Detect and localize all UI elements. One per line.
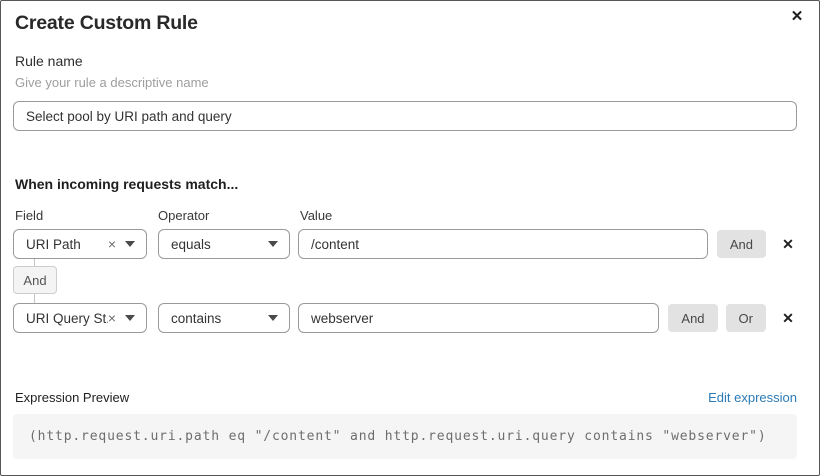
- value-input[interactable]: [298, 303, 660, 333]
- close-icon[interactable]: ✕: [790, 8, 804, 25]
- field-select-value: URI Path: [26, 236, 81, 252]
- condition-row: URI Path × equals And ✕: [13, 229, 797, 259]
- condition-row: URI Query St... × contains And Or ✕: [13, 303, 797, 333]
- edit-expression-link[interactable]: Edit expression: [708, 390, 797, 405]
- operator-select-value: equals: [171, 236, 211, 252]
- expression-preview-label: Expression Preview: [15, 390, 130, 405]
- add-and-condition-button[interactable]: And: [716, 230, 766, 258]
- dialog-title: Create Custom Rule: [15, 12, 198, 34]
- field-column-label: Field: [15, 208, 44, 223]
- rule-name-input[interactable]: [13, 101, 797, 131]
- expression-preview-code: (http.request.uri.path eq "/content" and…: [13, 414, 797, 459]
- field-select[interactable]: URI Query St... ×: [13, 303, 147, 333]
- add-and-condition-button[interactable]: And: [668, 304, 718, 332]
- field-select-value: URI Query St...: [26, 310, 108, 326]
- rule-name-helper: Give your rule a descriptive name: [15, 75, 209, 90]
- operator-select[interactable]: equals: [158, 229, 290, 259]
- clear-selection-icon[interactable]: ×: [107, 310, 116, 326]
- add-or-condition-button[interactable]: Or: [725, 304, 766, 332]
- field-select[interactable]: URI Path ×: [13, 229, 147, 259]
- chevron-down-icon: [125, 315, 135, 321]
- remove-condition-icon[interactable]: ✕: [782, 309, 794, 326]
- match-heading: When incoming requests match...: [15, 176, 239, 192]
- operator-select-value: contains: [171, 310, 222, 326]
- value-input[interactable]: [298, 229, 708, 259]
- chevron-down-icon: [125, 241, 135, 247]
- value-column-label: Value: [300, 208, 333, 223]
- clear-selection-icon[interactable]: ×: [107, 236, 116, 252]
- operator-select[interactable]: contains: [158, 303, 290, 333]
- and-connector-badge: And: [13, 259, 57, 303]
- condition-column-headers: Field Operator Value: [13, 208, 797, 224]
- remove-condition-icon[interactable]: ✕: [782, 235, 794, 252]
- operator-column-label: Operator: [158, 208, 210, 223]
- chevron-down-icon: [268, 241, 278, 247]
- chevron-down-icon: [268, 315, 278, 321]
- rule-name-label: Rule name: [15, 53, 83, 69]
